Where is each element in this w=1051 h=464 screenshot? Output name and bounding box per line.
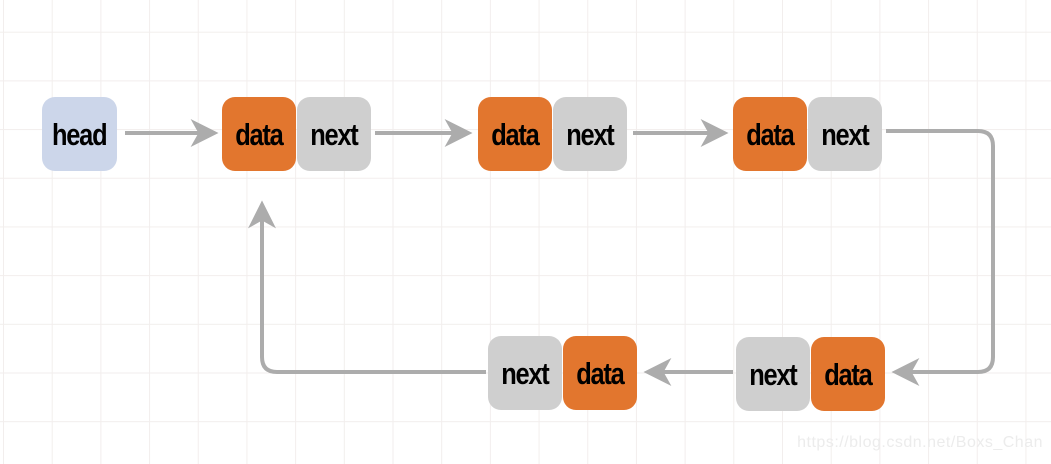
- list-node-2: data next: [478, 97, 627, 171]
- next-cell: next: [488, 336, 562, 410]
- next-cell: next: [553, 97, 627, 171]
- next-cell-label: next: [310, 116, 359, 152]
- next-cell: next: [808, 97, 882, 171]
- watermark-text: https://blog.csdn.net/Boxs_Chan: [797, 434, 1043, 451]
- list-node-1: data next: [222, 97, 371, 171]
- arrow-node3-to-node4-curve: [886, 129, 995, 386]
- next-cell: next: [297, 97, 371, 171]
- data-cell: data: [811, 337, 885, 411]
- data-cell: data: [478, 97, 552, 171]
- data-cell-label: data: [491, 116, 540, 152]
- next-cell-label: next: [749, 356, 798, 392]
- arrow-node5-to-node1-curve: [248, 200, 486, 374]
- data-cell-label: data: [746, 116, 795, 152]
- data-cell: data: [222, 97, 296, 171]
- head-pointer-box: head: [42, 97, 117, 171]
- list-node-4: next data: [736, 337, 885, 411]
- next-cell-label: next: [566, 116, 615, 152]
- data-cell-label: data: [235, 116, 284, 152]
- data-cell-label: data: [576, 355, 625, 391]
- list-node-5: next data: [488, 336, 637, 410]
- data-cell: data: [563, 336, 637, 410]
- data-cell-label: data: [824, 356, 873, 392]
- head-label: head: [52, 116, 108, 152]
- list-node-3: data next: [733, 97, 882, 171]
- next-cell-label: next: [501, 355, 550, 391]
- next-cell-label: next: [821, 116, 870, 152]
- next-cell: next: [736, 337, 810, 411]
- data-cell: data: [733, 97, 807, 171]
